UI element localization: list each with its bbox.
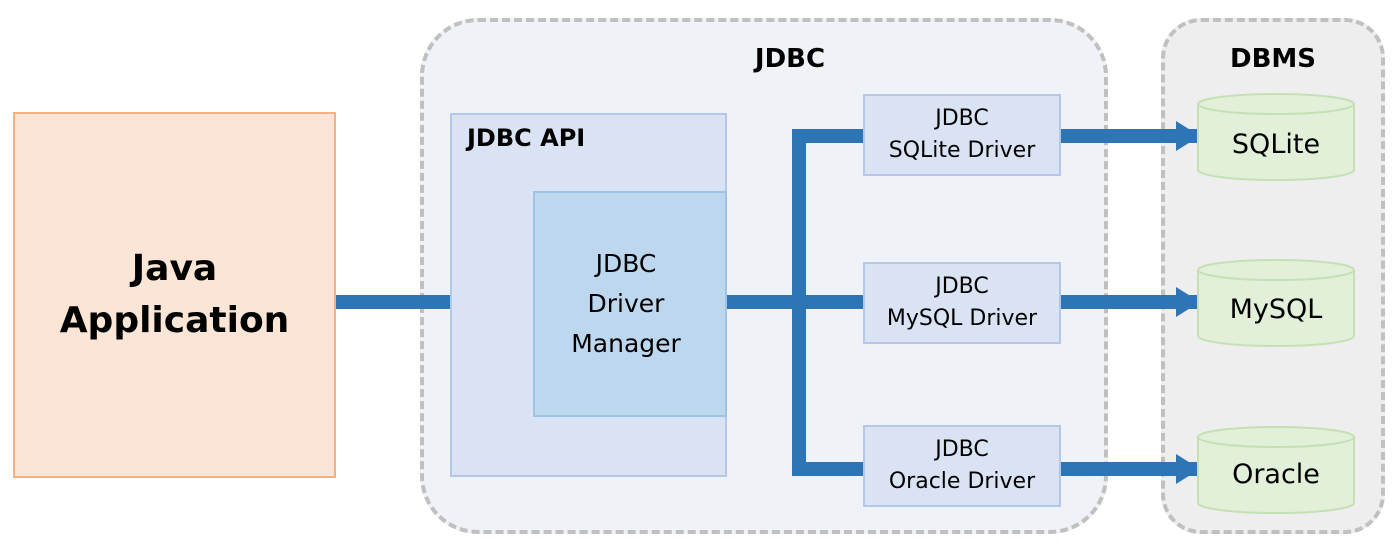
bus-to-mysql-driver bbox=[792, 295, 863, 309]
sqlite-db-label: SQLite bbox=[1231, 129, 1321, 160]
app-to-api-connector bbox=[336, 295, 450, 309]
sqlite-driver-box: JDBC SQLite Driver bbox=[863, 94, 1061, 176]
database-cylinder-oracle bbox=[1197, 426, 1355, 514]
sqlite-driver-line2: SQLite Driver bbox=[888, 138, 1036, 163]
database-cylinder-sqlite bbox=[1197, 93, 1355, 181]
mysql-driver-line1: JDBC bbox=[935, 274, 989, 299]
oracle-driver-line2: Oracle Driver bbox=[888, 469, 1036, 494]
sqlite-driver-line1: JDBC bbox=[935, 106, 989, 131]
database-cylinder-mysql bbox=[1197, 259, 1355, 347]
dbms-group-title: DBMS bbox=[1230, 44, 1316, 74]
driver-manager-label: JDBC Driver Manager bbox=[571, 249, 681, 358]
mysql-db-label: MySQL bbox=[1229, 294, 1323, 325]
java-application-label: Java Application bbox=[59, 248, 290, 341]
jdbc-api-label: JDBC API bbox=[467, 124, 586, 152]
java-application-box: Java Application bbox=[13, 112, 336, 478]
bus-to-sqlite-driver bbox=[792, 129, 863, 143]
oracle-driver-line1: JDBC bbox=[935, 437, 989, 462]
mysql-driver-box: JDBC MySQL Driver bbox=[863, 262, 1061, 344]
mysql-driver-line2: MySQL Driver bbox=[886, 306, 1038, 331]
oracle-db-label: Oracle bbox=[1232, 459, 1320, 490]
bus-to-oracle-driver bbox=[792, 462, 863, 476]
oracle-driver-box: JDBC Oracle Driver bbox=[863, 425, 1061, 507]
jdbc-group-title: JDBC bbox=[754, 44, 826, 74]
driver-manager-box: JDBC Driver Manager bbox=[533, 191, 727, 417]
manager-to-bus-connector bbox=[727, 295, 799, 309]
